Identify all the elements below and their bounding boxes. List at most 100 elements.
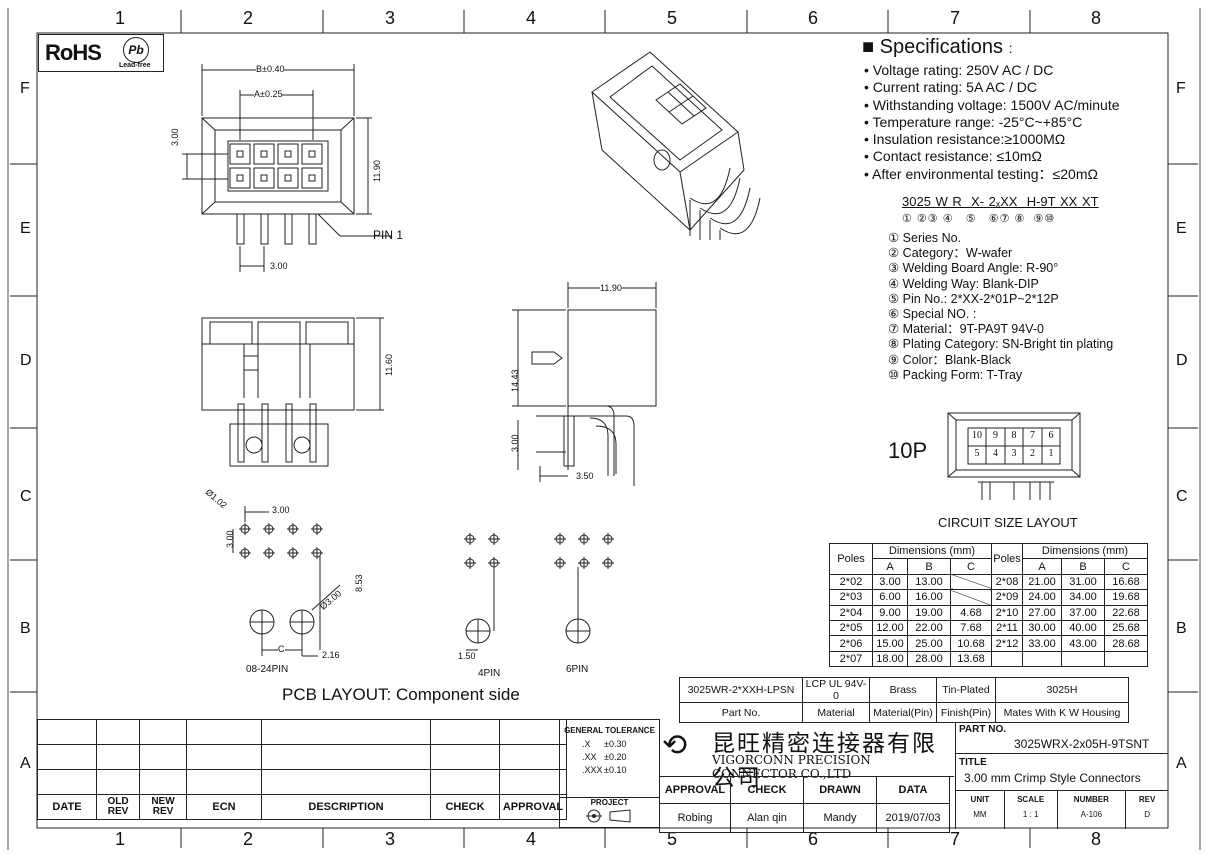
dim-pcb-853: 8.53	[354, 574, 364, 592]
table-header: Poles	[829, 543, 873, 575]
table-cell: 25.68	[1104, 619, 1148, 637]
company-logo-icon: ⟲	[662, 729, 688, 762]
col-label-bottom: 6	[808, 829, 819, 849]
check-value: Alan qin	[730, 803, 804, 833]
table-header: B	[1061, 558, 1105, 575]
lead-free-icon: Pb	[123, 37, 149, 63]
table-cell: 24.00	[1022, 589, 1062, 606]
col-label-bottom: 4	[526, 829, 537, 849]
general-tolerance: GENERAL TOLERANCE	[564, 726, 655, 735]
row-label-right: A	[1176, 755, 1187, 772]
circuit-pin: 9	[993, 430, 998, 441]
col-label-top: 8	[1091, 8, 1102, 28]
front-view	[182, 64, 392, 272]
legend-item: ④ Welding Way: Blank-DIP	[888, 276, 1039, 291]
circuit-pin: 7	[1030, 430, 1035, 441]
unit-label: UNIT	[970, 795, 990, 804]
material-part-no: 3025WR-2*XXH-LPSN	[679, 677, 803, 703]
dim-pcb-c: C	[278, 644, 285, 654]
dim-pcb-150: 1.50	[458, 651, 476, 661]
table-header: APPROVAL	[499, 794, 567, 820]
dim-side-tail: 3.50	[576, 471, 594, 481]
col-label-bottom: 3	[385, 829, 396, 849]
circuit-pin: 8	[1011, 430, 1017, 441]
table-cell: 27.00	[1022, 604, 1062, 621]
row-label-left: D	[20, 352, 32, 369]
row-label-left: A	[20, 755, 31, 772]
dim-rear-height: 11.60	[384, 354, 394, 376]
spec-item: After environmental testing：≤20mΩ	[864, 166, 1120, 183]
circuit-pin: 10	[972, 430, 982, 441]
table-cell	[991, 650, 1023, 668]
table-header: Finish(Pin)	[936, 702, 996, 723]
col-label-top: 7	[950, 8, 961, 28]
table-cell: 19.00	[907, 604, 951, 621]
circuit-pin: 4	[993, 448, 998, 459]
col-label-bottom: 5	[667, 829, 678, 849]
table-cell-empty	[950, 573, 992, 591]
circuit-pins: 10 9 8 7 6 5 4 3 2 1	[968, 430, 1060, 464]
table-header: DATE	[37, 794, 97, 820]
row-label-right: F	[1176, 80, 1186, 97]
col-label-top: 5	[667, 8, 678, 28]
table-row: Part No. Material Material(Pin) Finish(P…	[679, 702, 1129, 723]
part-code-nums: ① ②③ ④ ⑤ ⑥⑦ ⑧ ⑨⑩	[902, 213, 1056, 225]
pin1-label: PIN 1	[373, 228, 404, 242]
spec-item: Current rating: 5A AC / DC	[864, 79, 1120, 96]
table-cell: 28.00	[907, 650, 951, 668]
title-label: TITLE	[959, 757, 987, 768]
pcb-layout-caption: PCB LAYOUT: Component side	[282, 685, 520, 704]
dim-pitch-v: 3.00	[170, 128, 180, 146]
table-header: A	[1022, 558, 1062, 575]
material-housing: LCP UL 94V-0	[802, 677, 870, 703]
approval-value: Robing	[659, 803, 731, 833]
legend-item: ⑥ Special NO. :	[888, 307, 977, 322]
tol-val: ±0.10	[604, 765, 627, 775]
table-cell-empty	[950, 589, 992, 606]
table-cell: 2*02	[829, 573, 873, 591]
row-label-left: B	[20, 620, 31, 637]
pcb-cap-0824: 08-24PIN	[246, 664, 289, 675]
table-header: Poles	[991, 543, 1023, 575]
table-cell: 30.00	[1022, 619, 1062, 637]
legend-item: ⑧ Plating Category: SN-Bright tin platin…	[888, 337, 1114, 352]
table-cell: 21.00	[1022, 573, 1062, 591]
table-header: CHECK	[730, 776, 804, 804]
table-cell: 2*08	[991, 573, 1023, 591]
square-bullet-icon: ■	[862, 36, 875, 58]
table-cell: 2*09	[991, 589, 1023, 606]
scale-label: SCALE	[1017, 795, 1045, 804]
circuit-pin: 2	[1030, 448, 1035, 459]
table-cell: 40.00	[1061, 619, 1105, 637]
table-cell: 2*07	[829, 650, 873, 668]
table-cell: 22.00	[907, 619, 951, 637]
row-label-left: F	[20, 80, 30, 97]
lead-free-label: Lead-free	[119, 62, 151, 69]
row-label-left: E	[20, 220, 31, 237]
col-label-bottom: 8	[1091, 829, 1102, 849]
circuit-pin: 5	[974, 448, 980, 459]
row-label-right: C	[1176, 488, 1188, 505]
table-cell: 19.68	[1104, 589, 1148, 606]
approval-table: APPROVAL CHECK DRAWN DATA Robing Alan qi…	[659, 776, 950, 833]
side-view	[512, 282, 657, 486]
legend-item: ③ Welding Board Angle: R-90°	[888, 261, 1059, 276]
table-row: Robing Alan qin Mandy 2019/07/03	[659, 803, 950, 833]
dim-pcb-x: 3.00	[272, 505, 290, 515]
number-label: NUMBER	[1073, 795, 1109, 804]
spec-item: Temperature range: -25°C~+85°C	[864, 114, 1120, 131]
table-cell: 37.00	[1061, 604, 1105, 621]
row-label-right: D	[1176, 352, 1188, 369]
table-row: DATE OLD REV NEW REV ECN DESCRIPTION CHE…	[37, 794, 567, 820]
table-header: Dimensions (mm)	[1022, 542, 1148, 560]
table-cell	[1022, 650, 1062, 668]
table-cell: 2*11	[991, 619, 1023, 637]
table-cell: 2*12	[991, 635, 1023, 652]
part-no-value: 3025WRX-2x05H-9TSNT	[1014, 737, 1150, 751]
table-header: A	[872, 558, 908, 575]
rear-view	[201, 317, 384, 467]
